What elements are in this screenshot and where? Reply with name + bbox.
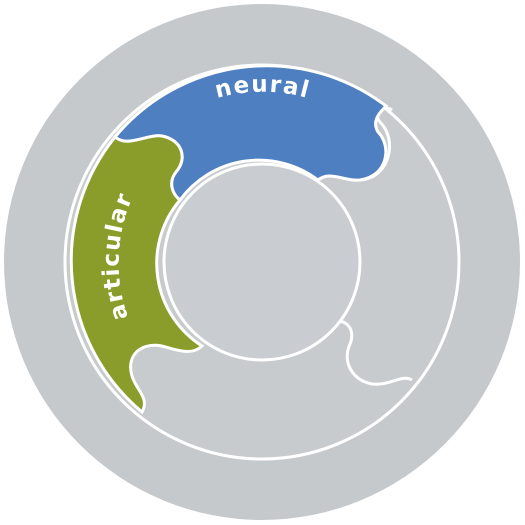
inner-disc <box>162 162 362 362</box>
puzzle-piece-articular[interactable] <box>69 134 205 415</box>
